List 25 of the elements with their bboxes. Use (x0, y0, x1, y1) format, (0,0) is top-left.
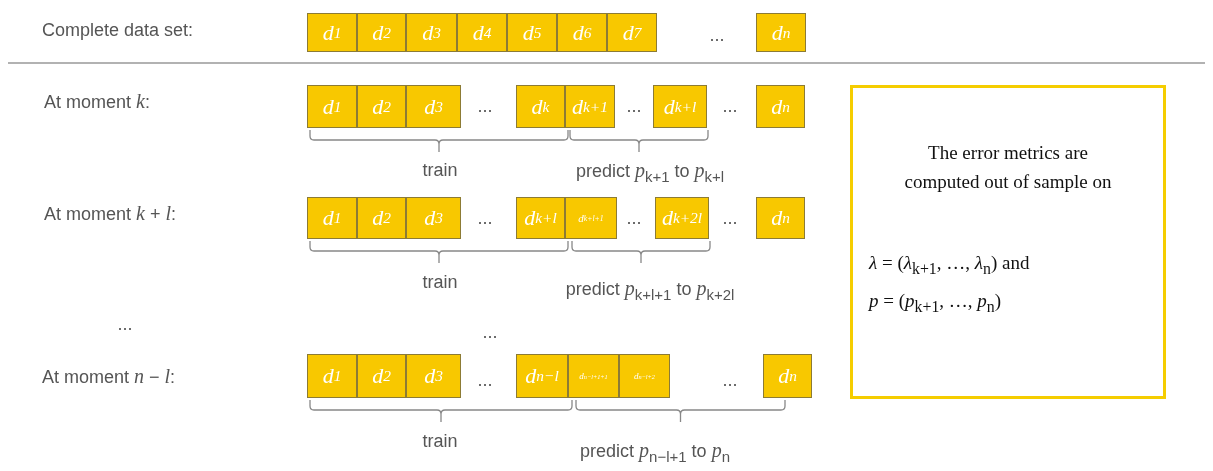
ellipsis: ... (722, 207, 738, 229)
ellipsis: ... (709, 24, 725, 46)
ellipsis: ... (626, 207, 642, 229)
note-box (850, 85, 1166, 399)
ellipsis: ... (722, 369, 738, 391)
train-label: train (422, 430, 458, 452)
row-label: At moment n − l: (42, 364, 176, 388)
ellipsis: ... (482, 321, 498, 343)
ellipsis: ... (477, 369, 493, 391)
predict-label: predict p$_{k+1}$ to p$_{k+l}$ (575, 159, 725, 185)
formula: λ = (λ$_{k+1}$, …, λ$_{n}$) and (869, 251, 1031, 279)
train-label: train (422, 159, 458, 181)
ellipsis: ... (117, 313, 133, 335)
row-label: At moment k + l: (44, 201, 176, 225)
predict-label: predict p$_{k+l+1}$ to p$_{k+2l}$ (565, 277, 735, 303)
ellipsis: ... (477, 95, 493, 117)
ellipsis: ... (722, 95, 738, 117)
row-label: Complete data set: (42, 19, 194, 41)
note-text: The error metrics are computed out of sample on (903, 141, 1113, 195)
ellipsis: ... (626, 95, 642, 117)
train-label: train (422, 271, 458, 293)
formula: p = (p$_{k+1}$, …, p$_{n}$) (869, 289, 1003, 317)
ellipsis: ... (477, 207, 493, 229)
predict-label: predict p$_{n−l+1}$ to p$_{n}$ (580, 439, 730, 465)
row-label: At moment k: (44, 89, 150, 113)
